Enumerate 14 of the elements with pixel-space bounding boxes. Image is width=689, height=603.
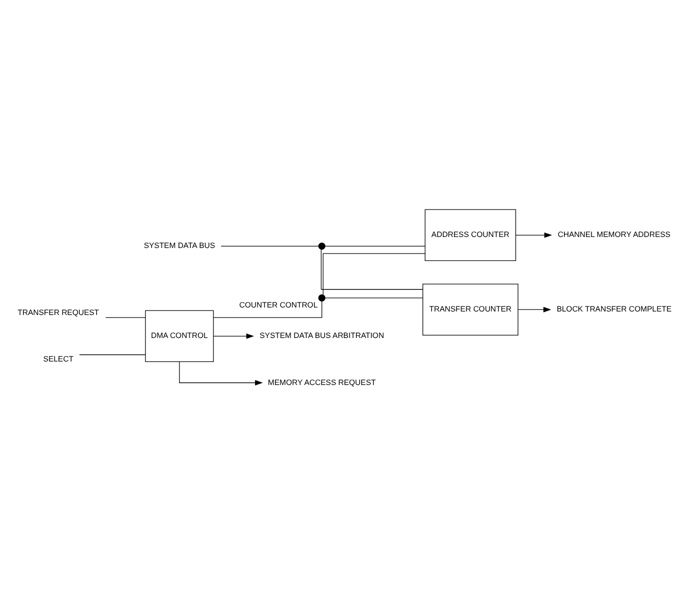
arrow [213, 332, 254, 338]
connector [79, 354, 146, 355]
connector [322, 252, 426, 295]
connector [213, 300, 322, 318]
connector [324, 245, 426, 246]
connector [220, 245, 319, 246]
arrow [516, 232, 552, 238]
node-circle [318, 294, 326, 302]
connector [105, 316, 146, 318]
arrow [179, 361, 263, 385]
node-circle [318, 242, 326, 250]
connector [320, 248, 424, 290]
connector [324, 297, 424, 298]
arrow [518, 306, 552, 312]
